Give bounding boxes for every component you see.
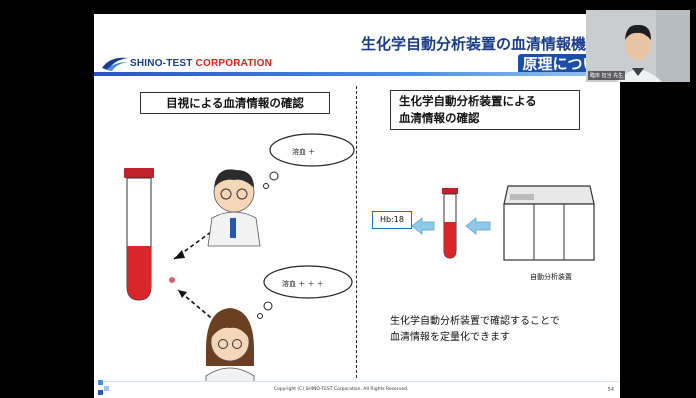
right-heading-line1: 生化学自動分析装置による xyxy=(399,94,537,108)
arrow-left-icon-2 xyxy=(411,217,435,235)
left-heading-box: 目視による血清情報の確認 xyxy=(140,92,330,114)
hb-readout: Hb:18 xyxy=(372,211,412,229)
participant-video-tile[interactable]: 臨床 担当 先生 xyxy=(586,10,690,82)
male-doctor-icon xyxy=(207,169,261,247)
bubble-bottom-text: 溶血 ＋ ＋ ＋ xyxy=(282,279,324,288)
logo-swoosh-icon xyxy=(102,57,128,71)
company-logo: SHINO-TEST CORPORATION xyxy=(100,54,272,72)
blood-tube-icon xyxy=(124,168,154,301)
analyzer-machine-icon xyxy=(503,185,595,261)
visual-inspection-illustration: 溶血 ＋ 溶血 ＋ ＋ ＋ xyxy=(124,133,355,382)
slide-title-line1: 生化学自動分析装置の血清情報機能の xyxy=(360,35,616,53)
participant-name-label: 臨床 担当 先生 xyxy=(588,71,626,80)
right-heading-box: 生化学自動分析装置による 血清情報の確認 xyxy=(390,90,580,130)
page-number: 54 xyxy=(607,387,614,393)
thought-bubble-bottom xyxy=(257,265,353,319)
small-blood-tube-icon xyxy=(442,188,458,259)
logo-brand-text: SHINO-TEST xyxy=(130,57,193,69)
analyzer-illustration xyxy=(411,185,595,261)
slide-title: 生化学自動分析装置の血清情報機能の 原理について xyxy=(361,34,616,74)
conclusion-line1: 生化学自動分析装置で確認することで xyxy=(390,316,560,327)
presentation-slide: 生化学自動分析装置の血清情報機能の 原理について SHINO-TEST CORP… xyxy=(94,14,620,398)
logo-corp-text: CORPORATION xyxy=(195,57,273,69)
female-doctor-icon xyxy=(205,308,255,382)
footer-bar xyxy=(94,381,620,382)
bubble-top-text: 溶血 ＋ xyxy=(292,147,315,156)
conclusion-line2: 血清情報を定量化できます xyxy=(390,332,510,343)
analyzer-caption: 自動分析装置 xyxy=(530,273,572,281)
arrow-left-icon-1 xyxy=(465,217,491,235)
conclusion-text: 生化学自動分析装置で確認することで 血清情報を定量化できます xyxy=(390,314,560,346)
copyright-text: Copyright (C) SHINO-TEST Corporation. Al… xyxy=(274,387,409,392)
right-heading-line2: 血清情報の確認 xyxy=(399,111,480,125)
section-divider xyxy=(356,86,357,378)
presenter-avatar xyxy=(586,10,690,82)
thought-bubble-top xyxy=(263,133,355,189)
title-underline-bar xyxy=(94,72,620,76)
footer-decoration-icon xyxy=(98,380,109,395)
